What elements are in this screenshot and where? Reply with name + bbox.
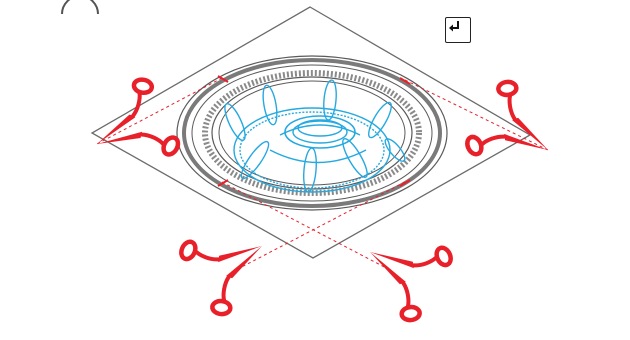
partial-circle xyxy=(62,0,98,14)
paper-sheet xyxy=(92,7,530,258)
return-arrow-icon xyxy=(446,18,462,34)
scissors-icon xyxy=(348,214,458,328)
return-button[interactable] xyxy=(445,17,471,43)
